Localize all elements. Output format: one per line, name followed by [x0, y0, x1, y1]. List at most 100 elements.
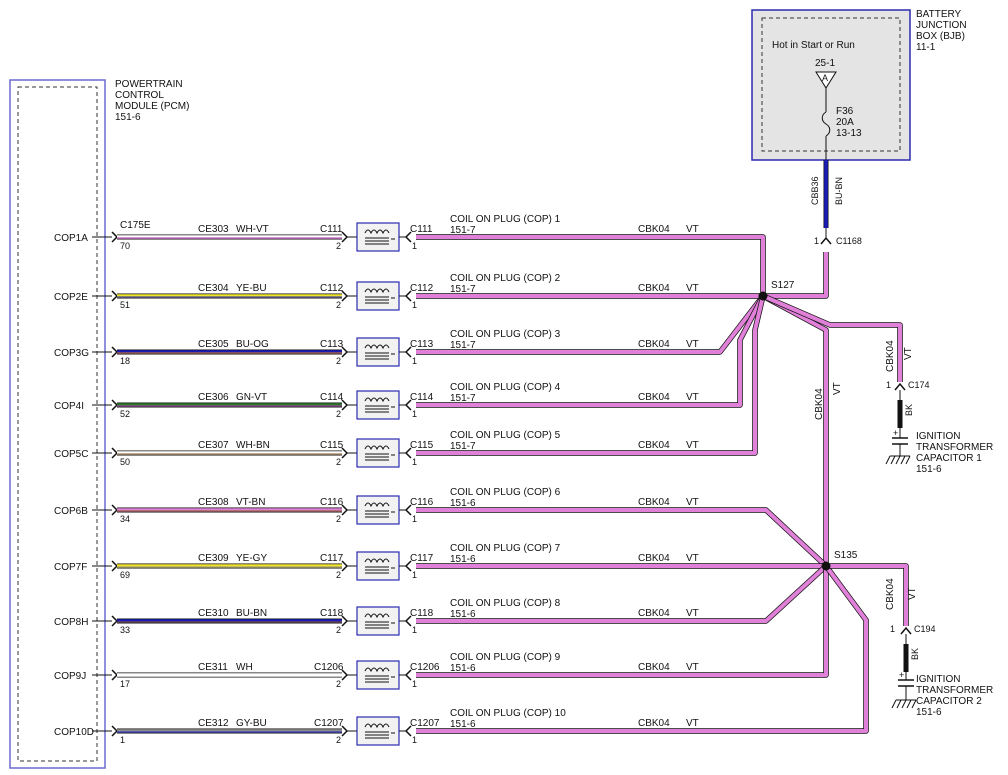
cap2-label-1: IGNITION: [916, 674, 960, 685]
pcm-pin: 52: [120, 409, 130, 419]
coil-ref: 151-7: [450, 284, 476, 295]
coil-pin-out: 1: [412, 625, 417, 635]
pcm-pin: 18: [120, 356, 130, 366]
pcm-pin-name: COP4I: [54, 401, 84, 412]
coil-pin-in: 2: [336, 679, 341, 689]
coil-connector-in-icon: [341, 346, 349, 358]
cap2-connector-icon: [900, 626, 912, 635]
coil-out-color: VT: [686, 608, 699, 619]
wire-color: GN-VT: [236, 392, 267, 403]
violet-trunk-wires: [416, 234, 909, 734]
coil-connector-out: C112: [410, 283, 434, 294]
coil-on-plug-box: [356, 551, 400, 581]
bjb-fuse-2: 20A: [836, 117, 854, 128]
coil-label: COIL ON PLUG (COP) 4: [450, 382, 561, 393]
coil-ref: 151-6: [450, 719, 476, 730]
coil-winding-icon: [364, 288, 395, 304]
coil-out-color: VT: [686, 392, 699, 403]
coil-connector-in: C117: [320, 553, 344, 564]
coil-ref: 151-6: [450, 663, 476, 674]
pcm-title-3: MODULE (PCM): [115, 101, 189, 112]
coil-out-color: VT: [686, 440, 699, 451]
pcm-connector-label: C175E: [120, 220, 151, 231]
pcm-connector-icon: [111, 447, 119, 459]
wire-color: BU-BN: [236, 608, 267, 619]
pcm-pin: 34: [120, 514, 130, 524]
coil-connector-in: C115: [320, 440, 344, 451]
pcm-pin: 70: [120, 241, 130, 251]
trunk-color: VT: [832, 382, 843, 395]
coil-connector-in-icon: [341, 725, 349, 737]
bjb-title-2: JUNCTION: [916, 20, 967, 31]
coil-connector-out: C117: [410, 553, 434, 564]
coil-out-circuit: CBK04: [638, 224, 670, 235]
coil-connector-in: C116: [320, 497, 344, 508]
wire-circuit: CE304: [198, 283, 229, 294]
splice-s127-label: S127: [771, 280, 795, 291]
coil-connector-in-icon: [341, 504, 349, 516]
bjb-power-triangle-icon: [815, 71, 837, 89]
trunk-circuit: CBK04: [814, 388, 825, 420]
coil-pin-out: 1: [412, 570, 417, 580]
pcm-connector-icon: [111, 504, 119, 516]
coil-connector-in: C118: [320, 608, 344, 619]
coil-label: COIL ON PLUG (COP) 9: [450, 652, 561, 663]
cap2-label-2: TRANSFORMER: [916, 685, 993, 696]
feed-pin: 1: [814, 236, 819, 246]
coil-on-plug-box: [356, 222, 400, 252]
coil-connector-out: C116: [410, 497, 434, 508]
coil-label: COIL ON PLUG (COP) 2: [450, 273, 561, 284]
splice-s135-label: S135: [834, 550, 858, 561]
coil-pin-in: 2: [336, 735, 341, 745]
fuse-icon: [821, 111, 831, 137]
coil-pin-out: 1: [412, 356, 417, 366]
pcm-connector-icon: [111, 725, 119, 737]
wire-circuit: CE309: [198, 553, 229, 564]
coil-label: COIL ON PLUG (COP) 10: [450, 708, 566, 719]
splice-s127: S127: [758, 280, 795, 301]
pcm-pin-name: COP8H: [54, 617, 88, 628]
wire-color: YE-BU: [236, 283, 267, 294]
coil-label: COIL ON PLUG (COP) 3: [450, 329, 561, 340]
coil-winding-icon: [364, 397, 395, 413]
coil-connector-out-icon: [404, 231, 412, 243]
coil-out-color: VT: [686, 339, 699, 350]
wire-circuit: CE307: [198, 440, 229, 451]
coil-winding-icon: [364, 344, 395, 360]
wire-circuit: CE311: [198, 662, 228, 673]
coil-on-plug-box: [356, 390, 400, 420]
pcm-pin-name: COP5C: [54, 449, 88, 460]
coil-connector-out: C114: [410, 392, 434, 403]
ignition-capacitor-2: CBK04 VT 1 C194 BK + IGNITION TRANSFORME…: [885, 578, 993, 718]
svg-text:+: +: [893, 428, 898, 438]
coil-pin-out: 1: [412, 300, 417, 310]
coil-label: COIL ON PLUG (COP) 1: [450, 214, 561, 225]
wire-color: BU-OG: [236, 339, 269, 350]
bjb-ref: 25-1: [815, 58, 835, 69]
coil-connector-out-icon: [404, 669, 412, 681]
bjb-triangle-label: A: [822, 73, 828, 83]
coil-ref: 151-6: [450, 498, 476, 509]
coil-ref: 151-7: [450, 441, 476, 452]
pcm-connector-icon: [111, 346, 119, 358]
bjb-title-4: 11-1: [916, 42, 936, 53]
wire-color: VT-BN: [236, 497, 265, 508]
pcm-connector-icon: [111, 615, 119, 627]
feed-circuit: CBB36: [810, 176, 820, 205]
coil-out-circuit: CBK04: [638, 608, 670, 619]
coil-out-circuit: CBK04: [638, 440, 670, 451]
feed-color: BU-BN: [834, 177, 844, 205]
coil-on-plug-box: [356, 660, 400, 690]
coil-winding-icon: [364, 723, 395, 739]
coil-out-circuit: CBK04: [638, 497, 670, 508]
coil-out-circuit: CBK04: [638, 392, 670, 403]
coil-out-circuit: CBK04: [638, 662, 670, 673]
feed-connector: C1168: [836, 236, 862, 246]
cap2-label-4: 151-6: [916, 707, 942, 718]
wire-circuit: CE303: [198, 224, 229, 235]
coil-ref: 151-6: [450, 609, 476, 620]
coil-pin-in: 2: [336, 241, 341, 251]
coil-ref: 151-7: [450, 340, 476, 351]
